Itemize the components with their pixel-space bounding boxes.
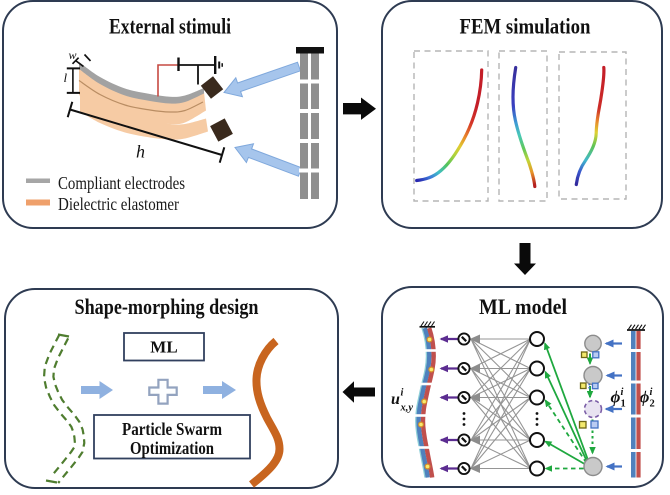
svg-text:x,y: x,y	[400, 403, 414, 414]
svg-text:w: w	[69, 48, 77, 62]
svg-text:Shape-morphing design: Shape-morphing design	[75, 294, 259, 319]
svg-text:External stimuli: External stimuli	[109, 14, 231, 39]
svg-text:h: h	[136, 142, 145, 162]
svg-text:ML model: ML model	[479, 294, 567, 319]
svg-text:l: l	[64, 70, 68, 85]
svg-text:Compliant electrodes: Compliant electrodes	[58, 173, 185, 193]
svg-text:ϕ: ϕ	[611, 388, 621, 407]
svg-text:u: u	[391, 391, 400, 408]
svg-text:i: i	[401, 388, 404, 399]
svg-text:FEM simulation: FEM simulation	[460, 14, 591, 39]
svg-text:ϕ: ϕ	[640, 388, 650, 407]
svg-text:Optimization: Optimization	[130, 438, 214, 458]
svg-text:Dielectric elastomer: Dielectric elastomer	[58, 194, 179, 214]
svg-text:i: i	[650, 387, 653, 398]
svg-text:2: 2	[650, 399, 655, 410]
svg-text:i: i	[621, 387, 624, 398]
svg-text:ML: ML	[150, 338, 177, 357]
svg-text:Particle Swarm: Particle Swarm	[122, 419, 222, 439]
svg-text:1: 1	[621, 399, 626, 410]
